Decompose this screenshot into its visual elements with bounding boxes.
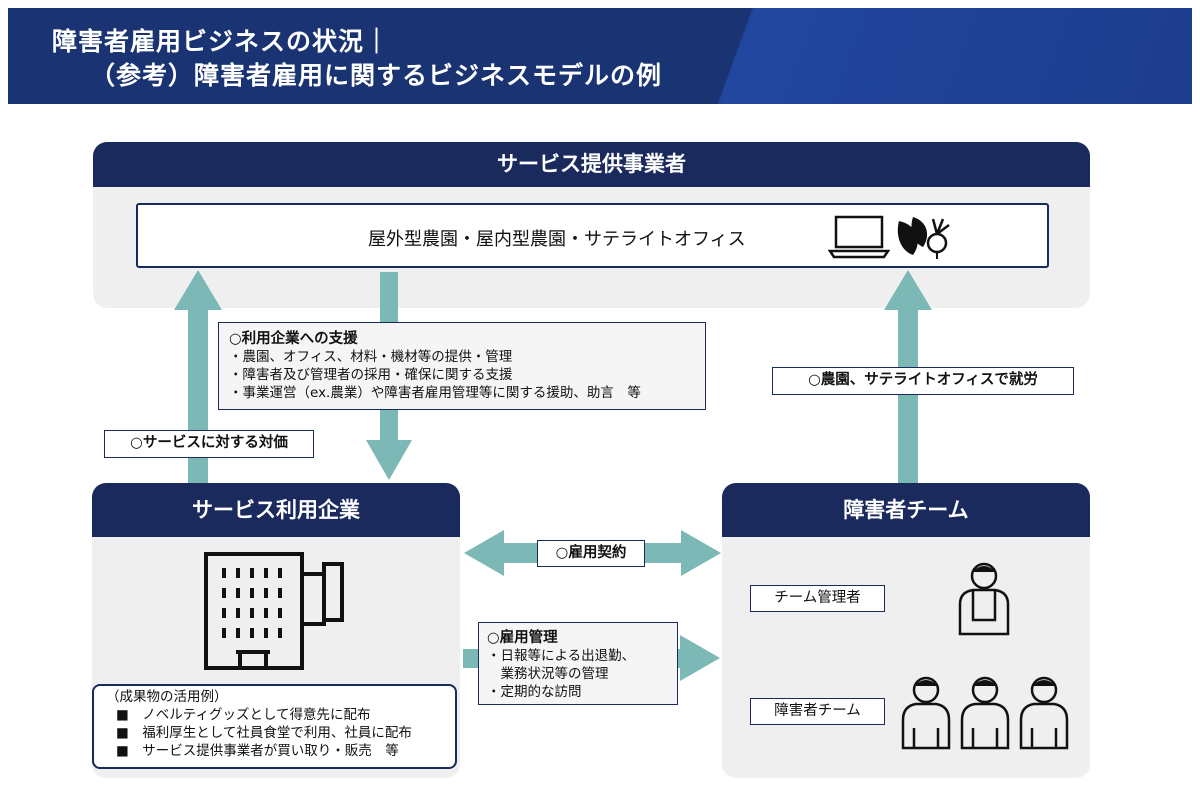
header-banner xyxy=(8,8,1192,104)
management-title: ○雇用管理 xyxy=(487,630,558,646)
team-panel: 障害者チーム xyxy=(722,483,1090,778)
offerings-text: 屋外型農園・屋内型農園・サテライトオフィス xyxy=(368,229,746,250)
contract-arrow-right-head xyxy=(681,530,721,576)
page-subtitle: （参考）障害者雇用に関するビジネスモデルの例 xyxy=(90,61,663,90)
building-icon xyxy=(204,552,344,670)
contract-arrow-left-head xyxy=(464,530,504,576)
team-people-icon xyxy=(901,676,1069,750)
page-title: 障害者雇用ビジネスの状況｜ xyxy=(52,27,391,56)
support-box: ○利用企業への支援 ・農園、オフィス、材料・機材等の提供・管理 ・障害者及び管理… xyxy=(218,322,706,410)
team-title: 障害者チーム xyxy=(722,483,1090,537)
results-item: ■ ノベルティグッズとして得意先に配布 xyxy=(116,707,371,723)
support-title: ○利用企業への支援 xyxy=(229,331,358,347)
manager-label: チーム管理者 xyxy=(750,585,885,612)
management-item: ・定期的な訪問 xyxy=(487,684,582,700)
work-arrow-shaft xyxy=(898,308,918,484)
team-label: 障害者チーム xyxy=(750,698,885,725)
payment-label: ○サービスに対する対価 xyxy=(104,430,314,458)
management-item: ・日報等による出退勤、 xyxy=(487,648,636,664)
management-box: ○雇用管理 ・日報等による出退勤、 業務状況等の管理 ・定期的な訪問 xyxy=(478,622,678,705)
results-heading: （成果物の活用例） xyxy=(106,689,228,705)
work-label: ○農園、サテライトオフィスで就労 xyxy=(772,367,1074,395)
provider-title: サービス提供事業者 xyxy=(93,142,1090,187)
offerings-box: 屋外型農園・屋内型農園・サテライトオフィス xyxy=(136,203,1049,268)
management-arrow-head xyxy=(680,635,720,681)
support-item: ・障害者及び管理者の採用・確保に関する支援 xyxy=(229,367,513,383)
results-box: （成果物の活用例） ■ ノベルティグッズとして得意先に配布 ■ 福利厚生として社… xyxy=(92,684,457,769)
management-item: 業務状況等の管理 xyxy=(487,666,609,682)
company-title: サービス利用企業 xyxy=(92,483,460,537)
payment-arrow-head xyxy=(174,270,222,310)
results-item: ■ 福利厚生として社員食堂で利用、社員に配布 xyxy=(116,725,412,741)
work-arrow-head xyxy=(884,270,932,310)
vegetables-icon xyxy=(897,217,950,259)
support-item: ・事業運営（ex.農業）や障害者雇用管理等に関する援助、助言 等 xyxy=(229,385,641,401)
results-item: ■ サービス提供事業者が買い取り・販売 等 xyxy=(116,743,399,759)
laptop-icon xyxy=(828,215,890,259)
support-item: ・農園、オフィス、材料・機材等の提供・管理 xyxy=(229,349,513,365)
manager-person-icon xyxy=(958,562,1010,636)
support-arrow-head xyxy=(366,440,412,480)
contract-label: ○雇用契約 xyxy=(537,540,645,567)
